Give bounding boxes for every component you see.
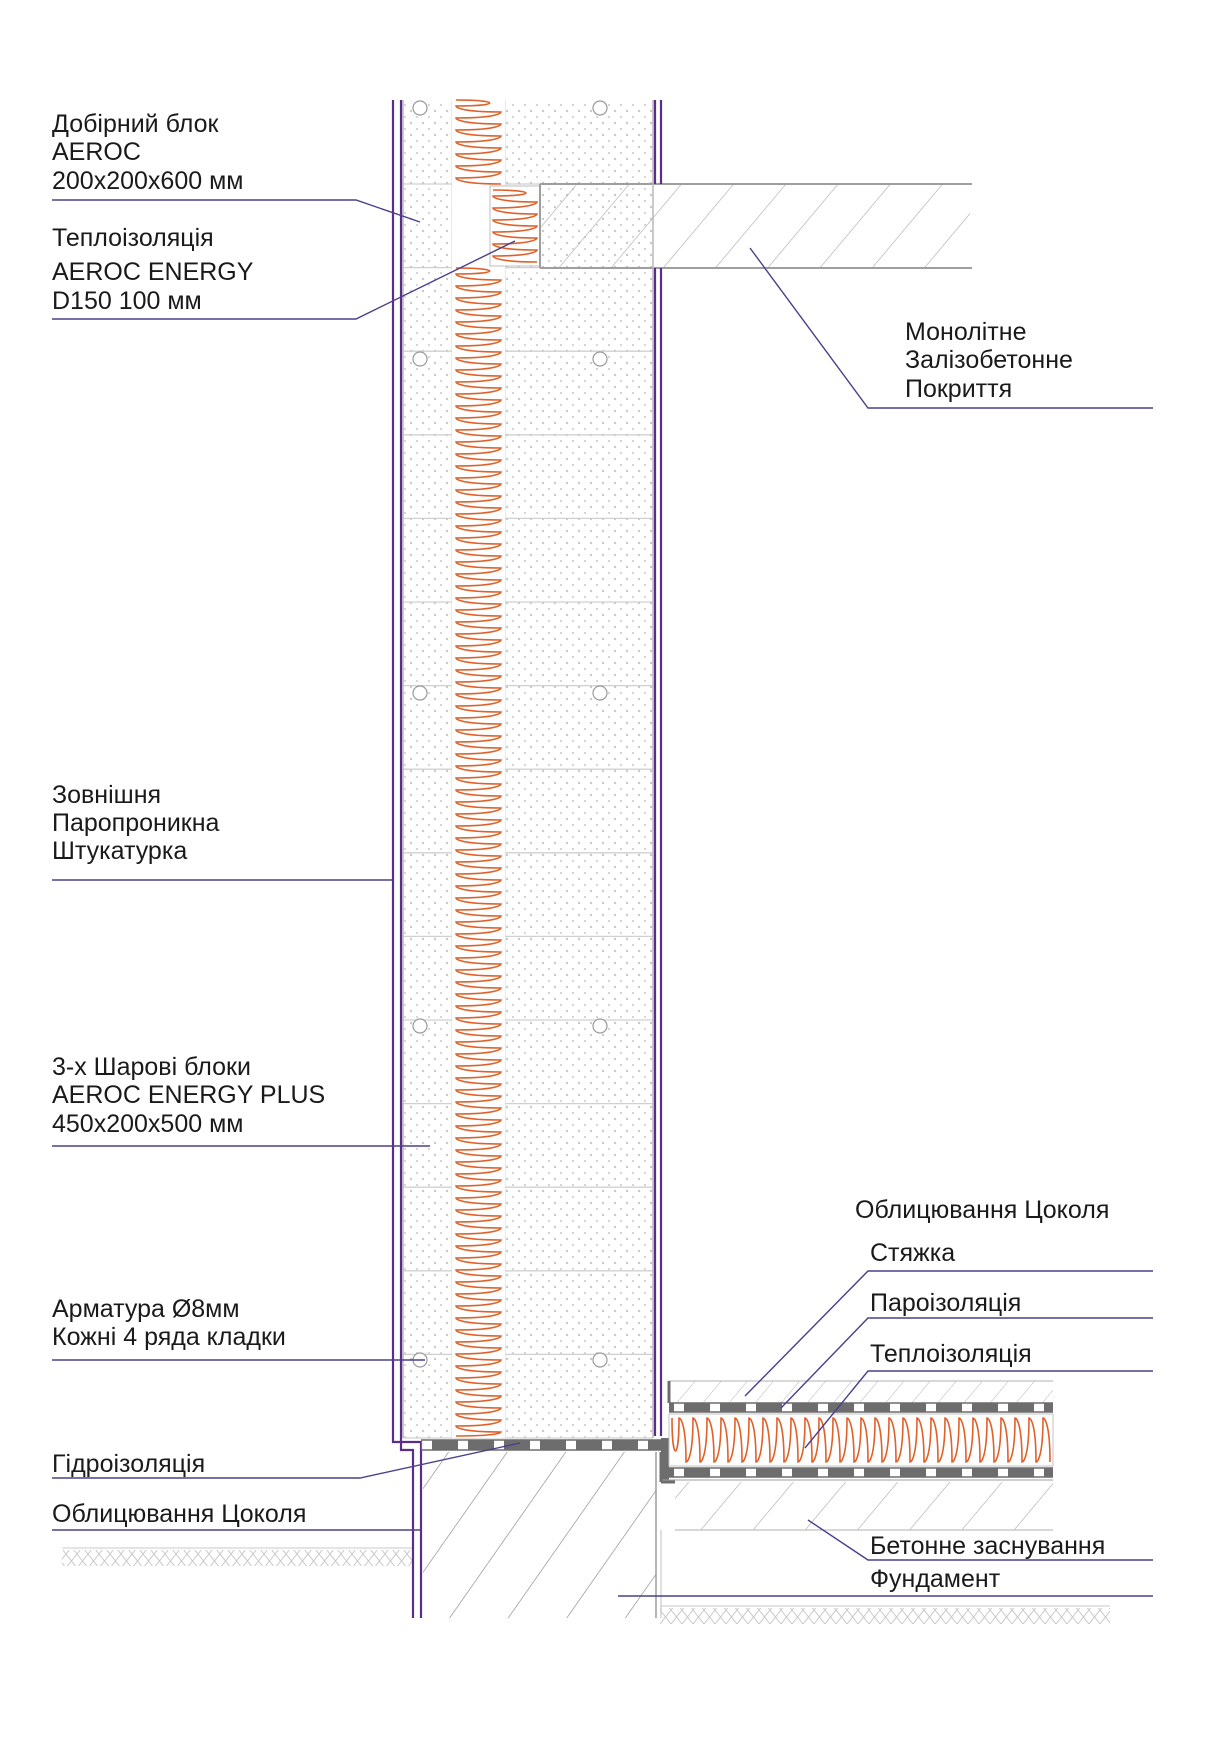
aerated-concrete-wall [403,100,653,1439]
rebar-mark [592,1018,608,1034]
foundation [423,1452,657,1618]
waterproofing-layer [421,1439,661,1451]
label-plinth-cladding-left: Облицювання Цоколя [52,1500,306,1528]
ground-left [62,1550,412,1566]
label-foundation: Фундамент [870,1565,1001,1593]
ground-right [660,1608,1110,1624]
wall-insulation-pattern [455,99,502,1437]
label-add-block: Добірний блок AEROC 200х200х600 мм [52,110,243,195]
label-concrete-bedding: Бетонне заснування [870,1532,1105,1560]
rebar-mark [592,351,608,367]
rebar-mark [412,100,428,116]
label-vapour-barrier: Пароізоляція [870,1289,1021,1317]
concrete-bedding [675,1482,1053,1531]
leader-lines [52,199,1153,1597]
rebar-mark [592,685,608,701]
rebar-mark [412,685,428,701]
floor-corner-detail [659,1438,1053,1484]
floor-vapour-barrier [669,1402,1053,1413]
rebar-mark [592,1352,608,1368]
label-plinth-cladding-right: Облицювання Цоколя [855,1196,1109,1224]
label-screed: Стяжка [870,1239,955,1267]
interior-plaster-line [653,100,663,1436]
label-monolithic-slab: Монолітне Залізобетонне Покриття [905,318,1080,403]
label-three-layer-blocks: 3-х Шарові блоки AEROC ENERGY PLUS 450х2… [52,1053,332,1138]
label-exterior-plaster: Зовнішня Паропроникна Штукатурка [52,781,226,865]
label-floor-thermal-insulation: Теплоізоляція [870,1340,1032,1368]
rebar-mark [412,1018,428,1034]
floor-insulation [668,1413,1054,1467]
floor-insulation-pattern [671,1417,1051,1463]
floor-waterproofing [669,1467,1053,1478]
label-thermal-insulation-top: Теплоізоляція AEROC ENERGY D150 100 мм [52,224,260,315]
label-waterproofing: Гідроізоляція [52,1450,205,1478]
slab-edge-insulation-pattern [492,189,538,263]
rebar-mark [412,351,428,367]
floor-screed [667,1380,1053,1403]
rebar-mark [592,100,608,116]
label-rebar: Арматура Ø8мм Кожні 4 ряда кладки [52,1295,286,1351]
